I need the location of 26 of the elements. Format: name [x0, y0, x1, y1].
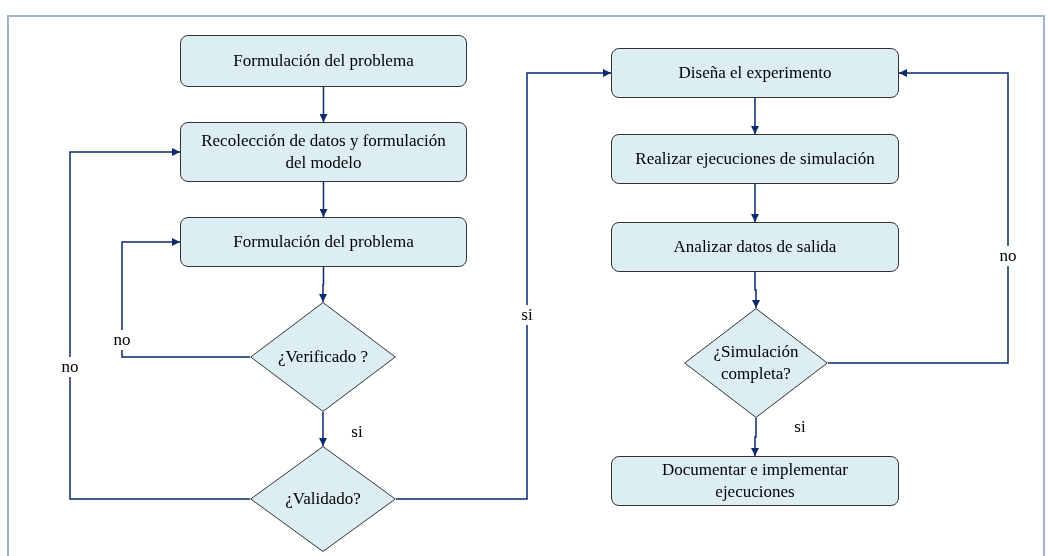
arrow	[319, 86, 328, 123]
arrow	[827, 69, 1009, 364]
arrow	[121, 238, 251, 358]
edge-label: no	[997, 246, 1019, 266]
process-box: Formulación del problema	[180, 217, 467, 267]
process-box: Formulación del problema	[180, 35, 467, 87]
edge-label: no	[59, 357, 81, 377]
process-box: Realizar ejecuciones de simulación	[611, 134, 899, 184]
decision-diamond: ¿Validado?	[250, 446, 396, 552]
arrow	[751, 97, 759, 135]
process-box: Analizar datos de salida	[611, 222, 899, 272]
arrow	[752, 271, 760, 309]
process-box: Documentar e implementar ejecuciones	[611, 456, 899, 506]
arrow	[319, 411, 327, 447]
arrow	[751, 183, 759, 223]
arrow	[319, 266, 327, 303]
arrow	[69, 148, 251, 500]
decision-diamond: ¿Verificado ?	[250, 302, 396, 412]
decision-diamond: ¿Simulación completa?	[684, 308, 828, 418]
process-box: Recolección de datos y formulación del modelo	[180, 122, 467, 182]
edge-label: si	[519, 305, 535, 325]
process-box: Diseña el experimento	[611, 48, 899, 98]
arrow	[751, 417, 759, 457]
edge-label: no	[111, 330, 133, 350]
arrow	[395, 69, 612, 500]
arrow	[319, 181, 328, 218]
